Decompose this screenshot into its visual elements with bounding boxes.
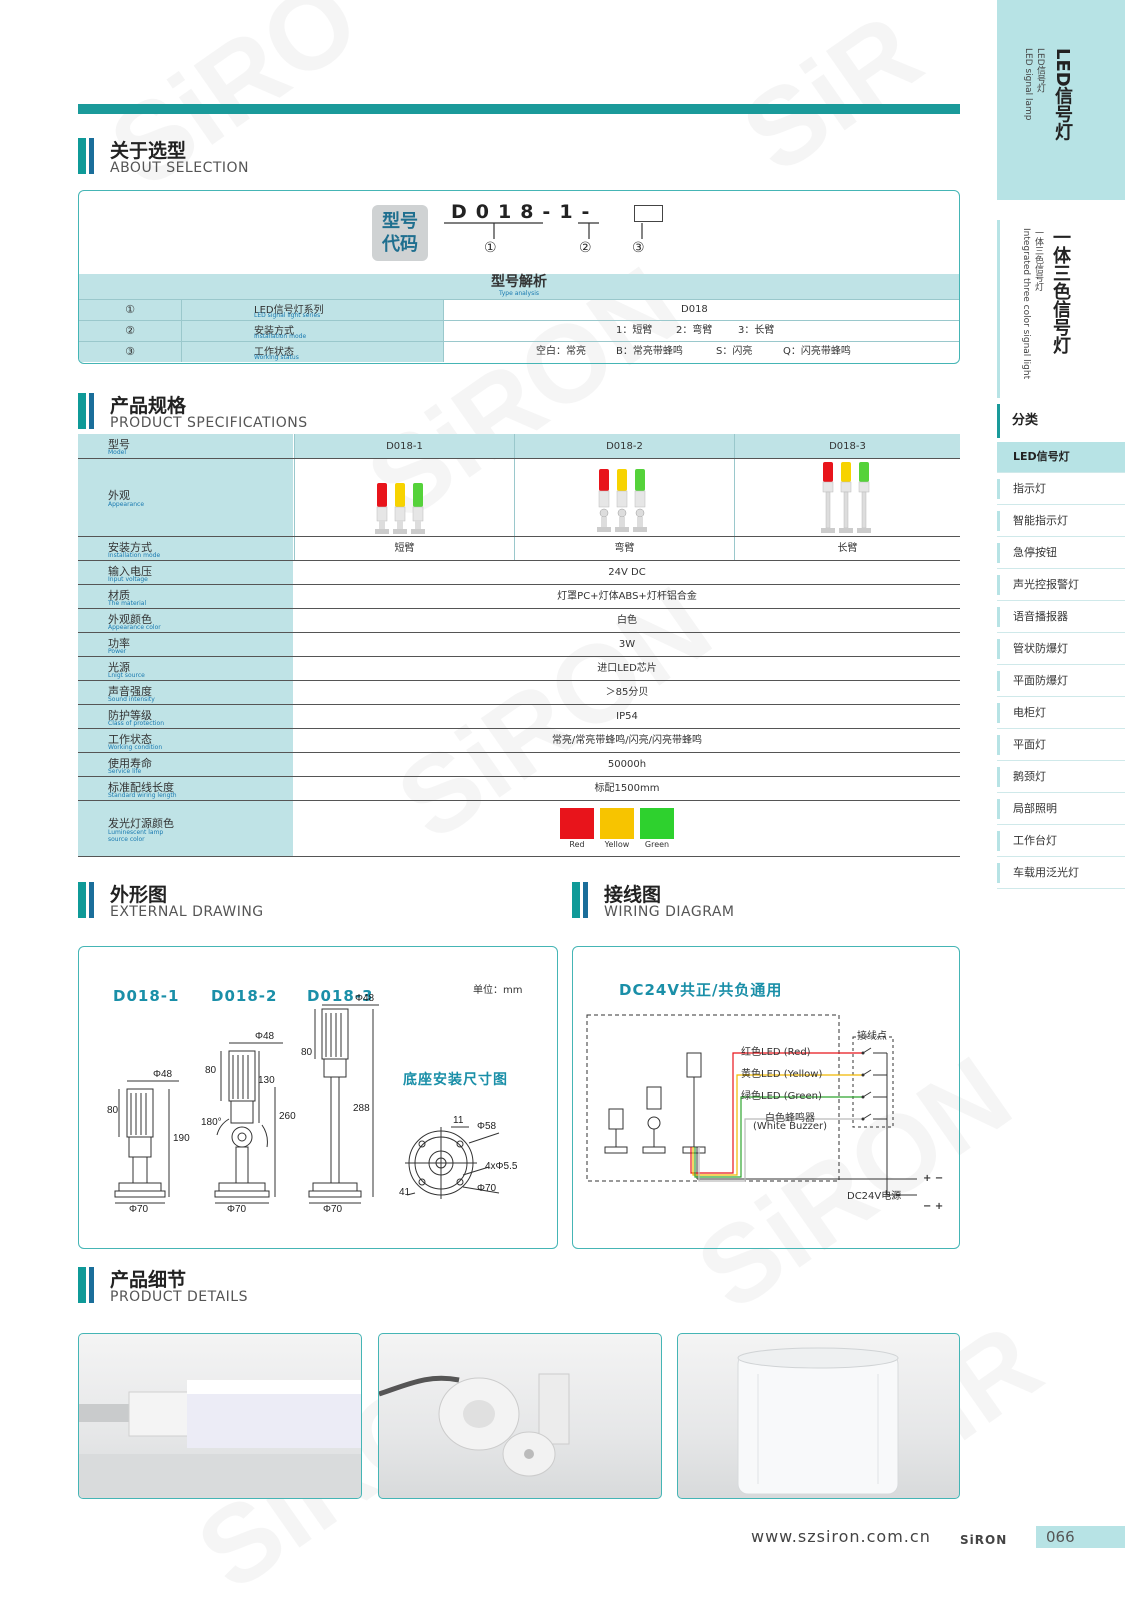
sidebar-item[interactable]: 声光控报警灯 [997, 570, 1125, 601]
wiring-diagram-box: DC24V共正/共负通用 接线点 [572, 946, 960, 1249]
product-image-d018-3 [734, 459, 960, 536]
code-callout-lines [444, 222, 643, 239]
sidebar-item[interactable]: 平面灯 [997, 730, 1125, 761]
section-subtitle: PRODUCT DETAILS [110, 1289, 248, 1305]
watermark-logo: SiR [720, 0, 943, 198]
sidebar-tab-integrated[interactable]: 一体三色信号灯 一体三色信号灯 Integrated three color s… [997, 220, 1125, 398]
product-image-d018-2 [514, 459, 734, 536]
section-title: 接线图 [604, 884, 662, 906]
sidebar-item[interactable]: 工作台灯 [997, 826, 1125, 857]
section-title: 外形图 [110, 884, 168, 906]
code-label: 型号 代码 [372, 205, 428, 261]
base-title: 底座安装尺寸图 [403, 1072, 508, 1088]
sidebar-item[interactable]: 电柜灯 [997, 698, 1125, 729]
sidebar-item[interactable]: 语音播报器 [997, 602, 1125, 633]
sidebar-item[interactable]: 急停按钮 [997, 538, 1125, 569]
selection-box: 型号 代码 D018-1- ① ② ③ 型号解析 Type analysis ①… [78, 190, 960, 364]
color-swatch-yellow [600, 808, 634, 839]
model-header: D018-1 [294, 434, 514, 458]
dimension-drawing [114, 1004, 500, 1204]
sidebar-tab-led[interactable]: LED信号灯 LED信号灯 LED signal lamp [997, 0, 1125, 200]
page-number: 066 [1036, 1526, 1125, 1548]
sidebar: LED信号灯 LED信号灯 LED signal lamp 一体三色信号灯 一体… [997, 0, 1125, 1600]
section-title: 关于选型 [110, 140, 187, 162]
color-swatch-red [560, 808, 594, 839]
section-subtitle: WIRING DIAGRAM [604, 904, 735, 920]
sidebar-category-title: 分类 [997, 404, 1125, 438]
sidebar-item[interactable]: 平面防爆灯 [997, 666, 1125, 697]
model-header: D018-3 [734, 434, 960, 458]
sidebar-item-led[interactable]: LED信号灯 [997, 442, 1125, 473]
wiring-schematic [586, 1014, 917, 1196]
spec-color-row: 发光灯源颜色 Luminescent lamp source color Red… [78, 801, 960, 857]
section-subtitle: PRODUCT SPECIFICATIONS [110, 415, 308, 431]
footer-url[interactable]: www.szsiron.com.cn [751, 1527, 931, 1546]
product-image-d018-1 [294, 459, 514, 536]
section-title: 产品规格 [110, 395, 187, 417]
sidebar-item[interactable]: 管状防爆灯 [997, 634, 1125, 665]
analysis-title: 型号解析 Type analysis [79, 274, 959, 299]
code-placeholder-box [634, 205, 663, 222]
color-swatch-green [640, 808, 674, 839]
section-title: 产品细节 [110, 1269, 187, 1291]
model-code: D018-1- [451, 201, 599, 223]
top-accent-bar [78, 104, 960, 114]
section-subtitle: EXTERNAL DRAWING [110, 904, 264, 920]
section-subtitle: ABOUT SELECTION [110, 160, 250, 176]
sidebar-item[interactable]: 车载用泛光灯 [997, 858, 1125, 889]
external-drawing-box: D018-1 D018-2 D018-3 单位：mm 底座安装尺寸图 [78, 946, 558, 1249]
marker-1: ① [484, 240, 497, 256]
marker-2: ② [579, 240, 592, 256]
detail-photo-3 [677, 1333, 960, 1499]
sidebar-item[interactable]: 智能指示灯 [997, 506, 1125, 537]
marker-3: ③ [632, 240, 645, 256]
model-header: D018-2 [514, 434, 734, 458]
sidebar-item[interactable]: 指示灯 [997, 474, 1125, 505]
sidebar-item[interactable]: 鹅颈灯 [997, 762, 1125, 793]
detail-photo-1 [78, 1333, 362, 1499]
unit-label: 单位：mm [473, 985, 523, 996]
footer-logo: SiRON [960, 1533, 1008, 1547]
sidebar-item[interactable]: 局部照明 [997, 794, 1125, 825]
wiring-heading: DC24V共正/共负通用 [619, 981, 783, 999]
color-swatches: Red Yellow Green [294, 801, 960, 856]
detail-photo-2 [378, 1333, 662, 1499]
